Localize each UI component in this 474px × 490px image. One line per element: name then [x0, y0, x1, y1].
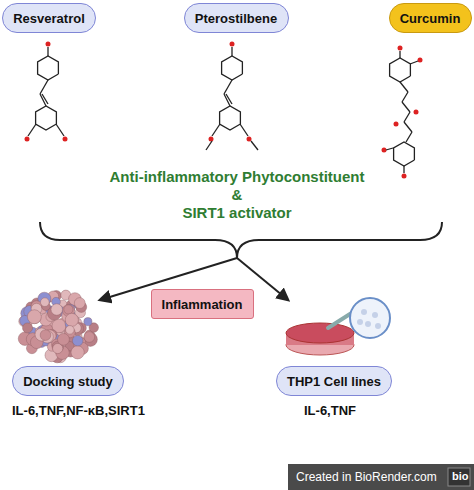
watermark-logo: bio [452, 470, 469, 482]
footer-bar [288, 464, 474, 490]
molecule-structures [25, 42, 423, 179]
node-text: Pterostilbene [195, 11, 277, 26]
node-text: THP1 Cell lines [287, 374, 381, 389]
compound-pill: Curcumin [389, 3, 472, 33]
method-pill: THP1 Cell lines [276, 366, 392, 396]
node-text: Curcumin [400, 11, 461, 26]
protein-illustration [18, 290, 98, 363]
node-text: Inflammation [162, 297, 243, 312]
footer-logo [448, 468, 470, 486]
heading-text: & [232, 186, 243, 203]
node-text: Resveratrol [13, 11, 85, 26]
method-pill: Docking study [12, 366, 124, 396]
petri-dish-illustration [286, 298, 390, 355]
node-text: Docking study [23, 374, 113, 389]
curly-brace [40, 222, 442, 258]
heading-text: Anti-inflammatory Phytoconstituent [109, 168, 364, 185]
watermark: Created in BioRender.com [296, 470, 437, 484]
process-box: Inflammation [151, 289, 254, 319]
marker-list: IL-6,TNF,NF-κB,SIRT1 [12, 403, 145, 418]
marker-list: IL-6,TNF [304, 403, 356, 418]
compound-pill: Pterostilbene [184, 3, 289, 33]
heading-text: SIRT1 activator [182, 204, 291, 221]
compound-pill: Resveratrol [2, 3, 96, 33]
